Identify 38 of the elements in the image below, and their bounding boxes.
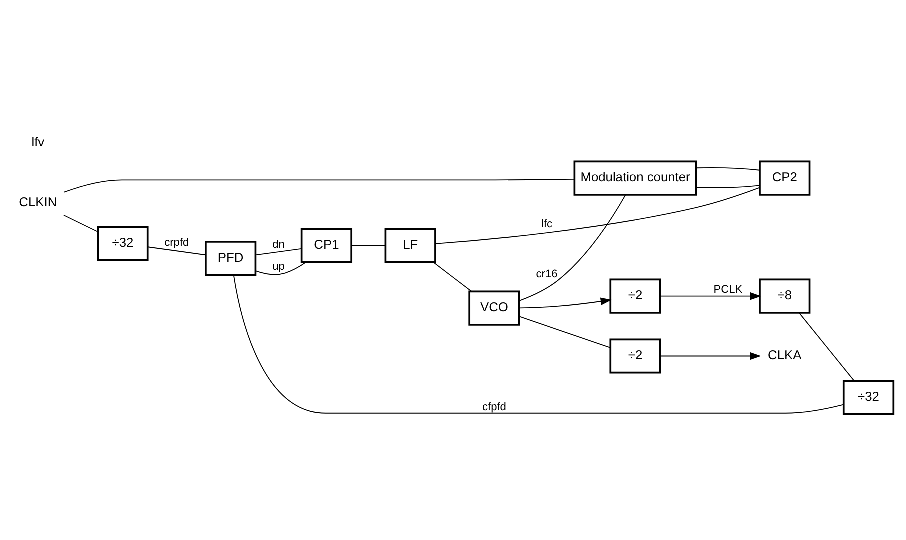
connector [351,244,386,246]
node-box: ÷32 [97,226,149,261]
node-box: ÷32 [842,380,895,415]
connector [255,261,307,275]
edge-label: PCLK [714,284,743,296]
connector [696,166,760,170]
connector [64,178,576,192]
connector [433,261,472,292]
edge-label: dn [272,238,285,251]
connector [519,316,612,348]
edge-label: cr16 [536,268,558,280]
edge-label: crpfd [164,236,190,249]
node-box: Modulation counter [574,160,698,196]
connector [435,186,760,244]
connector [233,274,844,414]
node-box: CP1 [300,228,353,263]
edge-label: up [272,260,285,273]
connector [64,214,98,232]
connector [519,194,626,301]
connector [255,248,302,256]
node-box: ÷2 [610,338,662,374]
arrow [519,297,612,308]
node-box: PFD [205,240,257,276]
label: lfv [32,134,45,150]
edge-label: cfpfd [482,400,506,413]
connector [798,312,855,381]
edge-label: lfc [542,218,553,230]
connector [696,184,760,188]
node-text: CLKIN [19,194,58,210]
node-box: ÷2 [610,278,662,314]
node-text: CLKA [768,347,802,362]
node-box: ÷8 [759,278,811,314]
node-box: LF [384,228,436,263]
connector [147,246,206,256]
arrow [660,292,762,300]
arrow [660,352,762,360]
node-box: CP2 [759,160,811,196]
node-box: VCO [468,290,520,326]
